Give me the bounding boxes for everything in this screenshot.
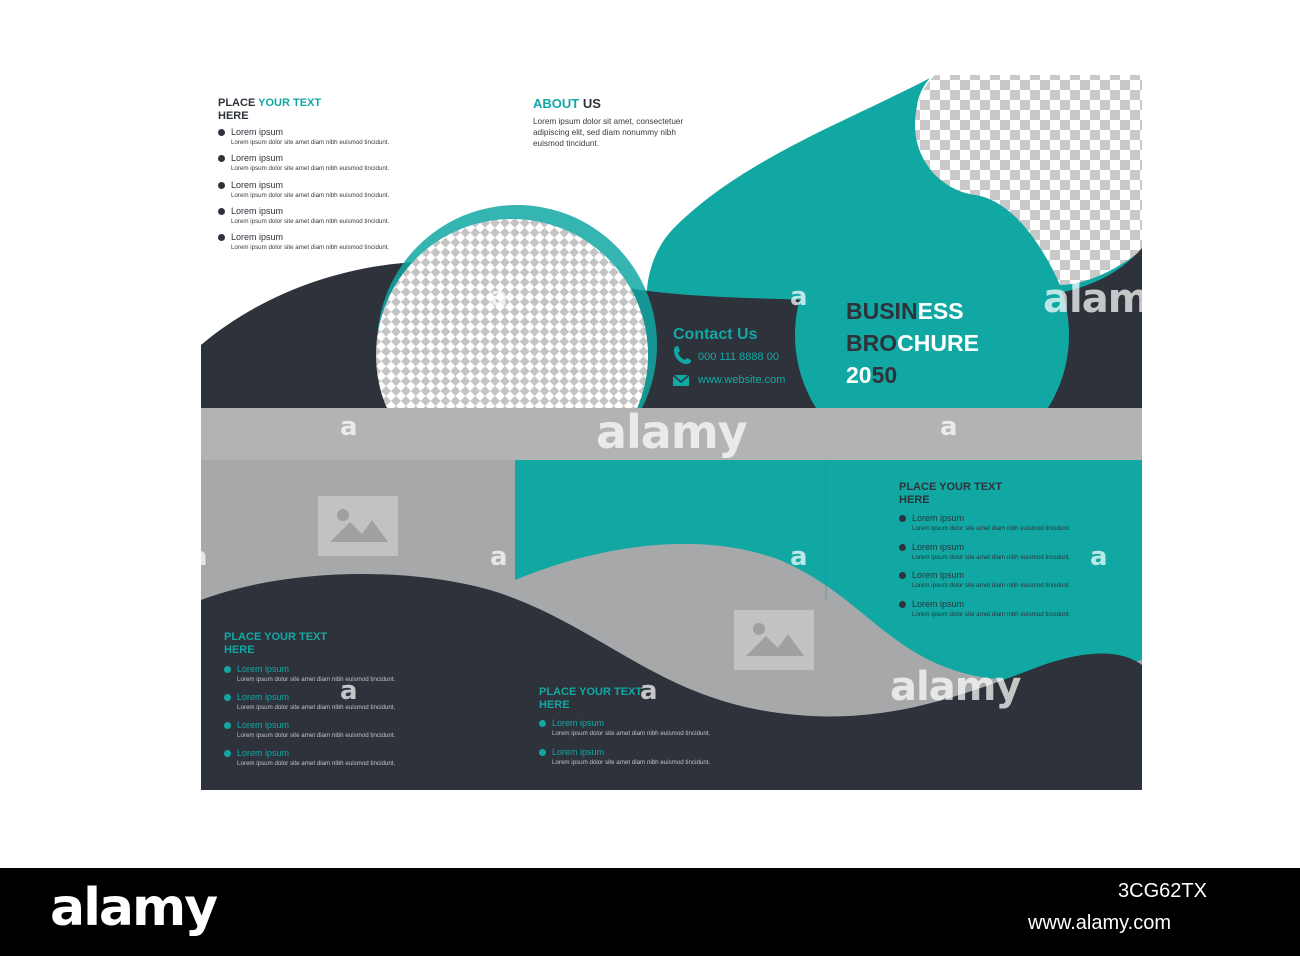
- contact-heading: Contact Us: [673, 326, 758, 343]
- cover-title: BUSINESS BROCHURE 2050: [846, 298, 979, 388]
- dark-wave-bottom: [201, 573, 1142, 790]
- list-item-desc: Lorem ipsum dolor site amet diam nibh eu…: [912, 582, 1071, 589]
- about-body: Lorem ipsum dolor sit amet, consectetuer…: [533, 117, 684, 148]
- watermark-large: alamy: [1043, 276, 1174, 322]
- list-item-title: Lorem ipsum: [231, 179, 284, 190]
- list-item-title: Lorem ipsum: [231, 153, 284, 164]
- list-item-desc: Lorem ipsum dolor site amet diam nibh eu…: [231, 139, 390, 146]
- bullet-dot-icon: [224, 722, 231, 729]
- watermark-large: alamy: [596, 405, 748, 459]
- list-item-title: Lorem ipsum: [231, 232, 284, 243]
- fold-band: [201, 408, 1142, 460]
- bullet-dot-icon: [899, 572, 906, 579]
- bullet-dot-icon: [539, 749, 546, 756]
- right-panel-heading: PLACE YOUR TEXT HERE: [899, 481, 1003, 506]
- list-item-desc: Lorem ipsum dolor site amet diam nibh eu…: [912, 525, 1071, 532]
- contact-website: www.website.com: [698, 374, 786, 386]
- list-item-desc: Lorem ipsum dolor site amet diam nibh eu…: [552, 730, 711, 737]
- list-item-desc: Lorem ipsum dolor site amet diam nibh eu…: [231, 217, 390, 225]
- list-item-title: Lorem ipsum: [237, 664, 290, 674]
- top-left-heading: PLACE YOUR TEXT HERE: [218, 97, 322, 122]
- list-item-title: Lorem ipsum: [231, 205, 284, 216]
- list-item-desc: Lorem ipsum dolor site amet diam nibh eu…: [552, 759, 711, 766]
- bullet-dot-icon: [224, 750, 231, 757]
- watermark-large: alamy: [890, 664, 1021, 710]
- list-item-title: Lorem ipsum: [552, 718, 605, 728]
- list-item-desc: Lorem ipsum dolor site amet diam nibh eu…: [237, 732, 396, 739]
- footer-image-code: 3CG62TX: [1118, 880, 1207, 902]
- bullet-dot-icon: [899, 543, 906, 551]
- phone-icon: [674, 346, 691, 364]
- watermark-small: a: [340, 676, 358, 706]
- list-item-title: Lorem ipsum: [912, 598, 965, 609]
- bullet-dot-icon: [218, 155, 225, 163]
- watermark-small: a: [190, 542, 208, 572]
- list-item-desc: Lorem ipsum dolor site amet diam nibh eu…: [237, 676, 396, 683]
- watermark-small: a: [1090, 542, 1108, 572]
- footer-logo: alamy: [50, 878, 218, 938]
- watermark-small: a: [790, 282, 808, 312]
- bottom-left-heading: PLACE YOUR TEXT HERE: [224, 631, 328, 656]
- bottom-mid-heading: PLACE YOUR TEXT HERE: [539, 686, 643, 711]
- bullet-dot-icon: [218, 181, 225, 189]
- bullet-dot-icon: [899, 600, 906, 608]
- list-item-desc: Lorem ipsum dolor site amet diam nibh eu…: [912, 610, 1071, 618]
- image-placeholder-icon: [318, 496, 398, 556]
- photo-placeholder-top-right: [915, 75, 1142, 285]
- list-item-title: Lorem ipsum: [237, 720, 290, 730]
- contact-phone: 000 111 8888 00: [698, 351, 779, 363]
- list-item-desc: Lorem ipsum dolor site amet diam nibh eu…: [237, 760, 396, 767]
- watermark-small: a: [790, 542, 808, 572]
- photo-placeholder-circle: [376, 219, 648, 408]
- list-item-desc: Lorem ipsum dolor site amet diam nibh eu…: [237, 704, 396, 711]
- bullet-dot-icon: [218, 234, 225, 242]
- list-item-title: Lorem ipsum: [237, 748, 290, 758]
- list-item-desc: Lorem ipsum dolor site amet diam nibh eu…: [231, 244, 390, 252]
- watermark-small: a: [490, 282, 508, 312]
- mail-icon: [672, 374, 690, 386]
- list-item-desc: Lorem ipsum dolor site amet diam nibh eu…: [912, 553, 1071, 561]
- list-item-title: Lorem ipsum: [552, 747, 605, 757]
- list-item-title: Lorem ipsum: [237, 692, 290, 702]
- cover-title-circle: [795, 198, 1069, 408]
- list-item-title: Lorem ipsum: [231, 127, 284, 137]
- watermark-small: a: [340, 412, 358, 442]
- list-item-title: Lorem ipsum: [912, 570, 965, 580]
- stock-footer-bar: alamy 3CG62TX www.alamy.com: [0, 868, 1300, 956]
- watermark-small: a: [640, 676, 658, 706]
- footer-site: www.alamy.com: [1028, 912, 1171, 934]
- bullet-dot-icon: [539, 720, 546, 727]
- bullet-dot-icon: [224, 694, 231, 701]
- watermark-small: a: [490, 542, 508, 572]
- list-item-title: Lorem ipsum: [912, 513, 965, 523]
- about-heading: ABOUT US: [533, 96, 601, 111]
- image-placeholder-icon: [734, 610, 814, 670]
- list-item-desc: Lorem ipsum dolor site amet diam nibh eu…: [231, 165, 390, 173]
- bullet-dot-icon: [218, 129, 225, 136]
- bullet-dot-icon: [218, 207, 225, 215]
- list-item-desc: Lorem ipsum dolor site amet diam nibh eu…: [231, 191, 390, 199]
- watermark-small: a: [940, 412, 958, 442]
- list-item-title: Lorem ipsum: [912, 541, 965, 552]
- bullet-dot-icon: [224, 666, 231, 673]
- bullet-dot-icon: [899, 515, 906, 522]
